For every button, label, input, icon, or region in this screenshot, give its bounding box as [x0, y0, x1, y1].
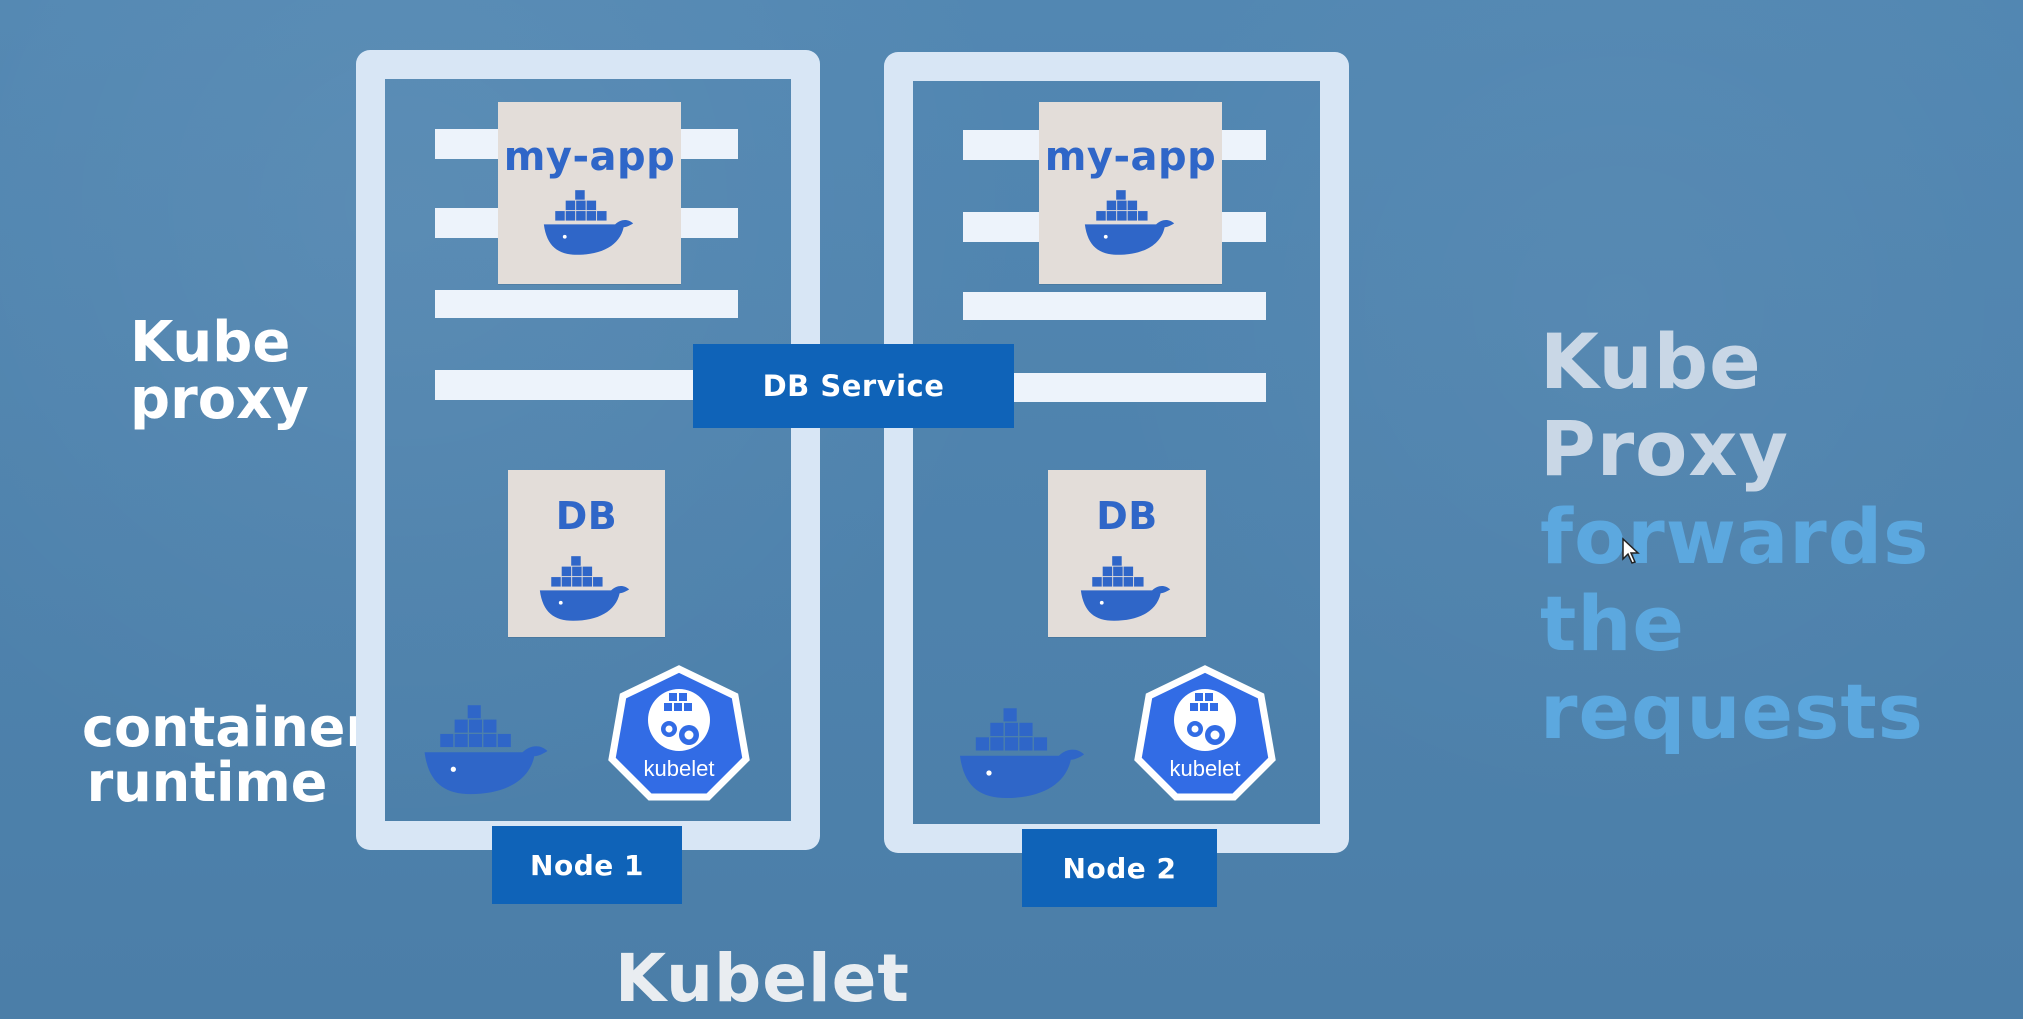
node-2-my-app-container: my-app: [1039, 102, 1222, 284]
node-1-db-label: DB: [555, 494, 618, 538]
node-2-label: Node 2: [1022, 829, 1217, 907]
node-2-rail-3: [963, 292, 1266, 320]
kube-proxy-left-label: Kube proxy: [130, 310, 309, 433]
node-1-my-app-container: my-app: [498, 102, 681, 284]
kube-proxy-explanation: Kube Proxy forwards the requests: [1540, 318, 2000, 755]
kubelet-bottom-label: Kubelet: [615, 940, 910, 1017]
db-service: DB Service: [693, 344, 1014, 428]
kube-proxy-left-line1: Kube: [130, 310, 291, 375]
docker-whale-icon: [1080, 556, 1171, 621]
container-runtime-line2: runtime: [86, 751, 328, 815]
node-1-rail-3: [435, 290, 738, 318]
node-1-frame: [356, 50, 820, 850]
node-2-db-label: DB: [1096, 494, 1158, 538]
kubernetes-kubelet-icon: kubelet: [608, 665, 750, 801]
docker-whale-icon: [539, 556, 630, 621]
docker-whale-icon: [1084, 190, 1175, 255]
node-1-kubelet-text: kubelet: [644, 756, 715, 781]
docker-whale-icon: [424, 705, 548, 795]
right-title-line1: Kube Proxy: [1540, 317, 1789, 494]
node-1-rail-4: [435, 370, 695, 400]
node-2-rail-4: [1010, 373, 1266, 402]
node-1-label: Node 1: [492, 826, 682, 904]
node-2-frame: [884, 52, 1349, 853]
docker-whale-icon: [543, 190, 634, 255]
node-1-my-app-label: my-app: [503, 134, 676, 180]
node-2-kubelet-text: kubelet: [1170, 756, 1241, 781]
container-runtime-left-label: container runtime: [82, 696, 373, 815]
kubernetes-kubelet-icon: kubelet: [1134, 665, 1276, 801]
node-1-db-container: DB: [508, 470, 665, 637]
mouse-cursor-icon: [1622, 537, 1640, 564]
node-2-db-container: DB: [1048, 470, 1206, 637]
kube-proxy-left-line2: proxy: [130, 367, 309, 433]
node-2-my-app-label: my-app: [1044, 134, 1217, 180]
right-title-line2: forwards the: [1540, 491, 1930, 669]
right-title-line3: requests: [1540, 666, 1924, 756]
container-runtime-line1: container: [82, 696, 373, 759]
docker-whale-icon: [959, 708, 1085, 799]
